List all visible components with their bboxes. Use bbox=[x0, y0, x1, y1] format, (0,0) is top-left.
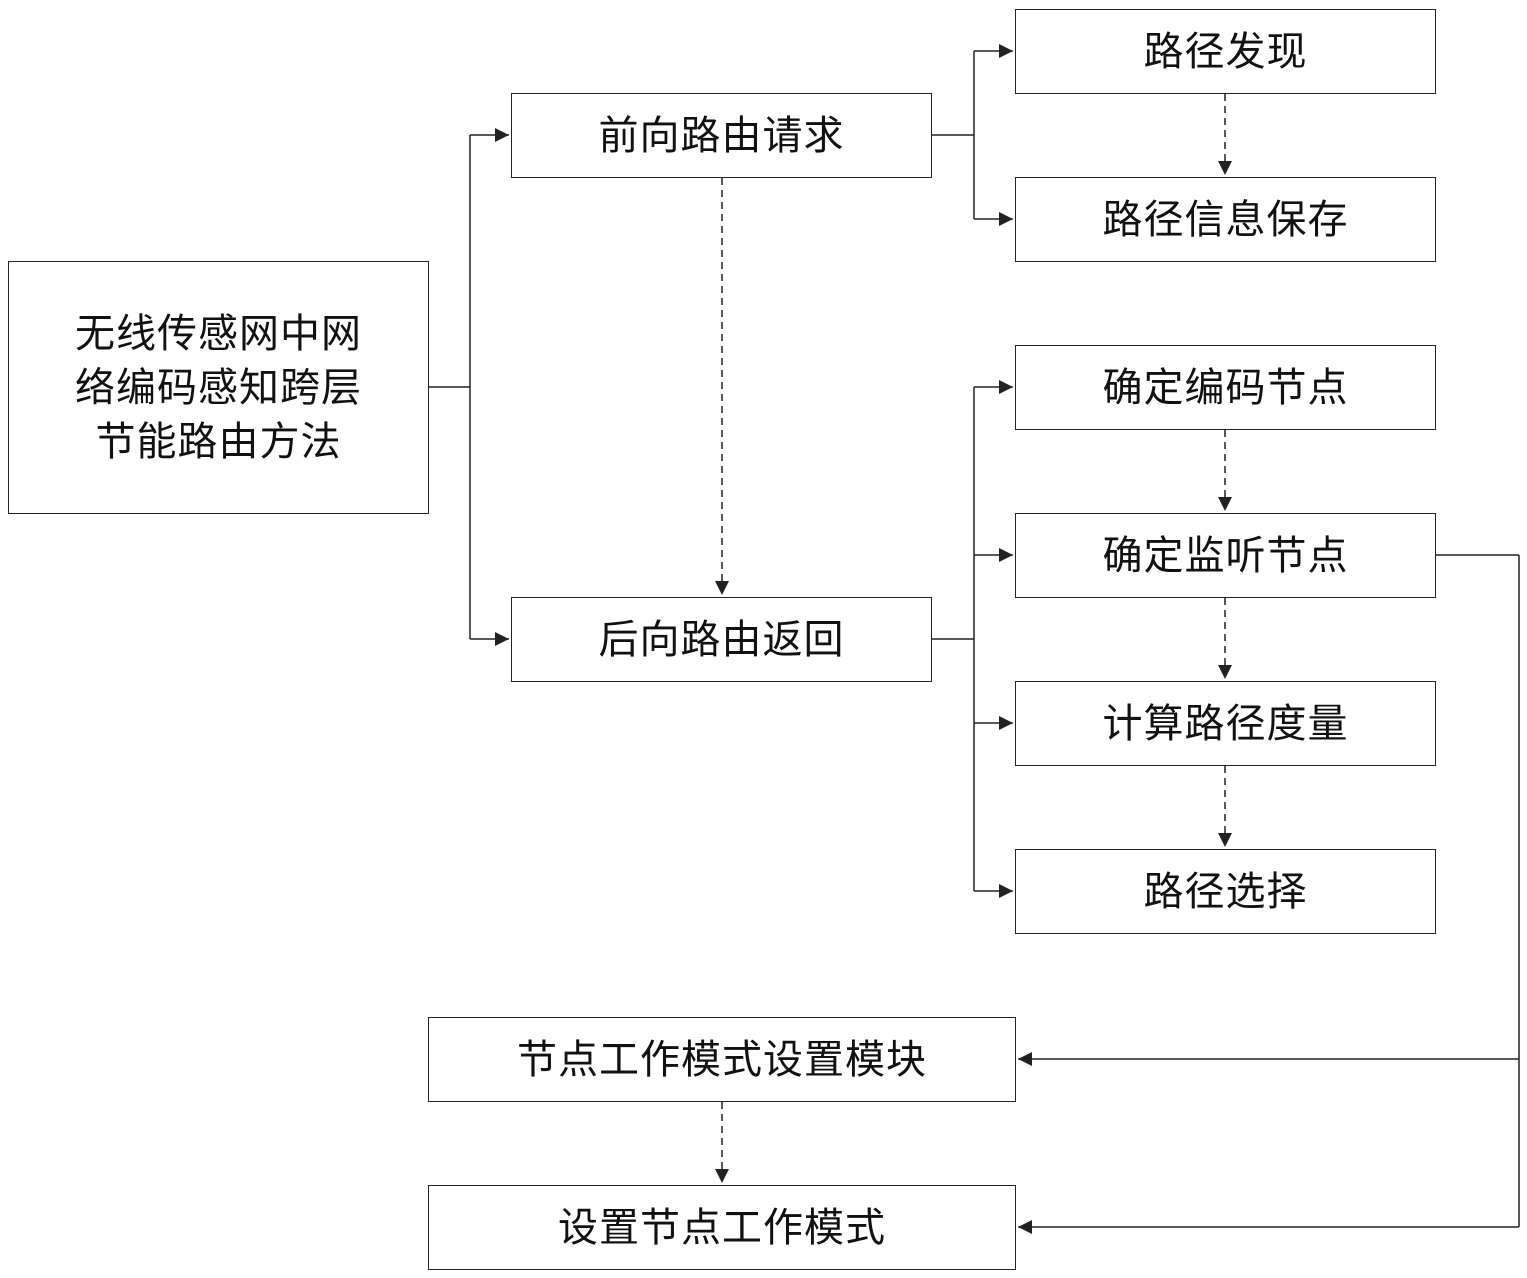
backward-return-box: 后向路由返回 bbox=[511, 597, 932, 682]
edge-backward-to-right bbox=[932, 387, 1013, 891]
main-method-line-3: 节能路由方法 bbox=[75, 415, 362, 469]
forward-request-box: 前向路由请求 bbox=[511, 93, 932, 178]
backward-return-label: 后向路由返回 bbox=[599, 613, 845, 667]
path-selection-label: 路径选择 bbox=[1144, 865, 1308, 919]
path-selection-box: 路径选择 bbox=[1015, 849, 1436, 934]
set-node-mode-label: 设置节点工作模式 bbox=[558, 1201, 886, 1255]
compute-path-metric-label: 计算路径度量 bbox=[1103, 697, 1349, 751]
compute-path-metric-box: 计算路径度量 bbox=[1015, 681, 1436, 766]
main-method-line-1: 无线传感网中网 bbox=[75, 307, 362, 361]
determine-listen-node-box: 确定监听节点 bbox=[1015, 513, 1436, 598]
determine-coding-node-box: 确定编码节点 bbox=[1015, 345, 1436, 430]
main-method-box: 无线传感网中网 络编码感知跨层 节能路由方法 bbox=[8, 261, 429, 514]
node-mode-module-label: 节点工作模式设置模块 bbox=[517, 1033, 927, 1087]
edge-forward-to-right bbox=[932, 51, 1013, 219]
determine-coding-node-label: 确定编码节点 bbox=[1103, 361, 1349, 415]
forward-request-label: 前向路由请求 bbox=[599, 109, 845, 163]
path-info-save-box: 路径信息保存 bbox=[1015, 177, 1436, 262]
path-discovery-box: 路径发现 bbox=[1015, 9, 1436, 94]
edge-main-to-branches bbox=[429, 135, 509, 639]
determine-listen-node-label: 确定监听节点 bbox=[1103, 529, 1349, 583]
path-info-save-label: 路径信息保存 bbox=[1103, 193, 1349, 247]
node-mode-module-box: 节点工作模式设置模块 bbox=[428, 1017, 1016, 1102]
main-method-line-2: 络编码感知跨层 bbox=[75, 361, 362, 415]
path-discovery-label: 路径发现 bbox=[1144, 25, 1308, 79]
set-node-mode-box: 设置节点工作模式 bbox=[428, 1185, 1016, 1270]
